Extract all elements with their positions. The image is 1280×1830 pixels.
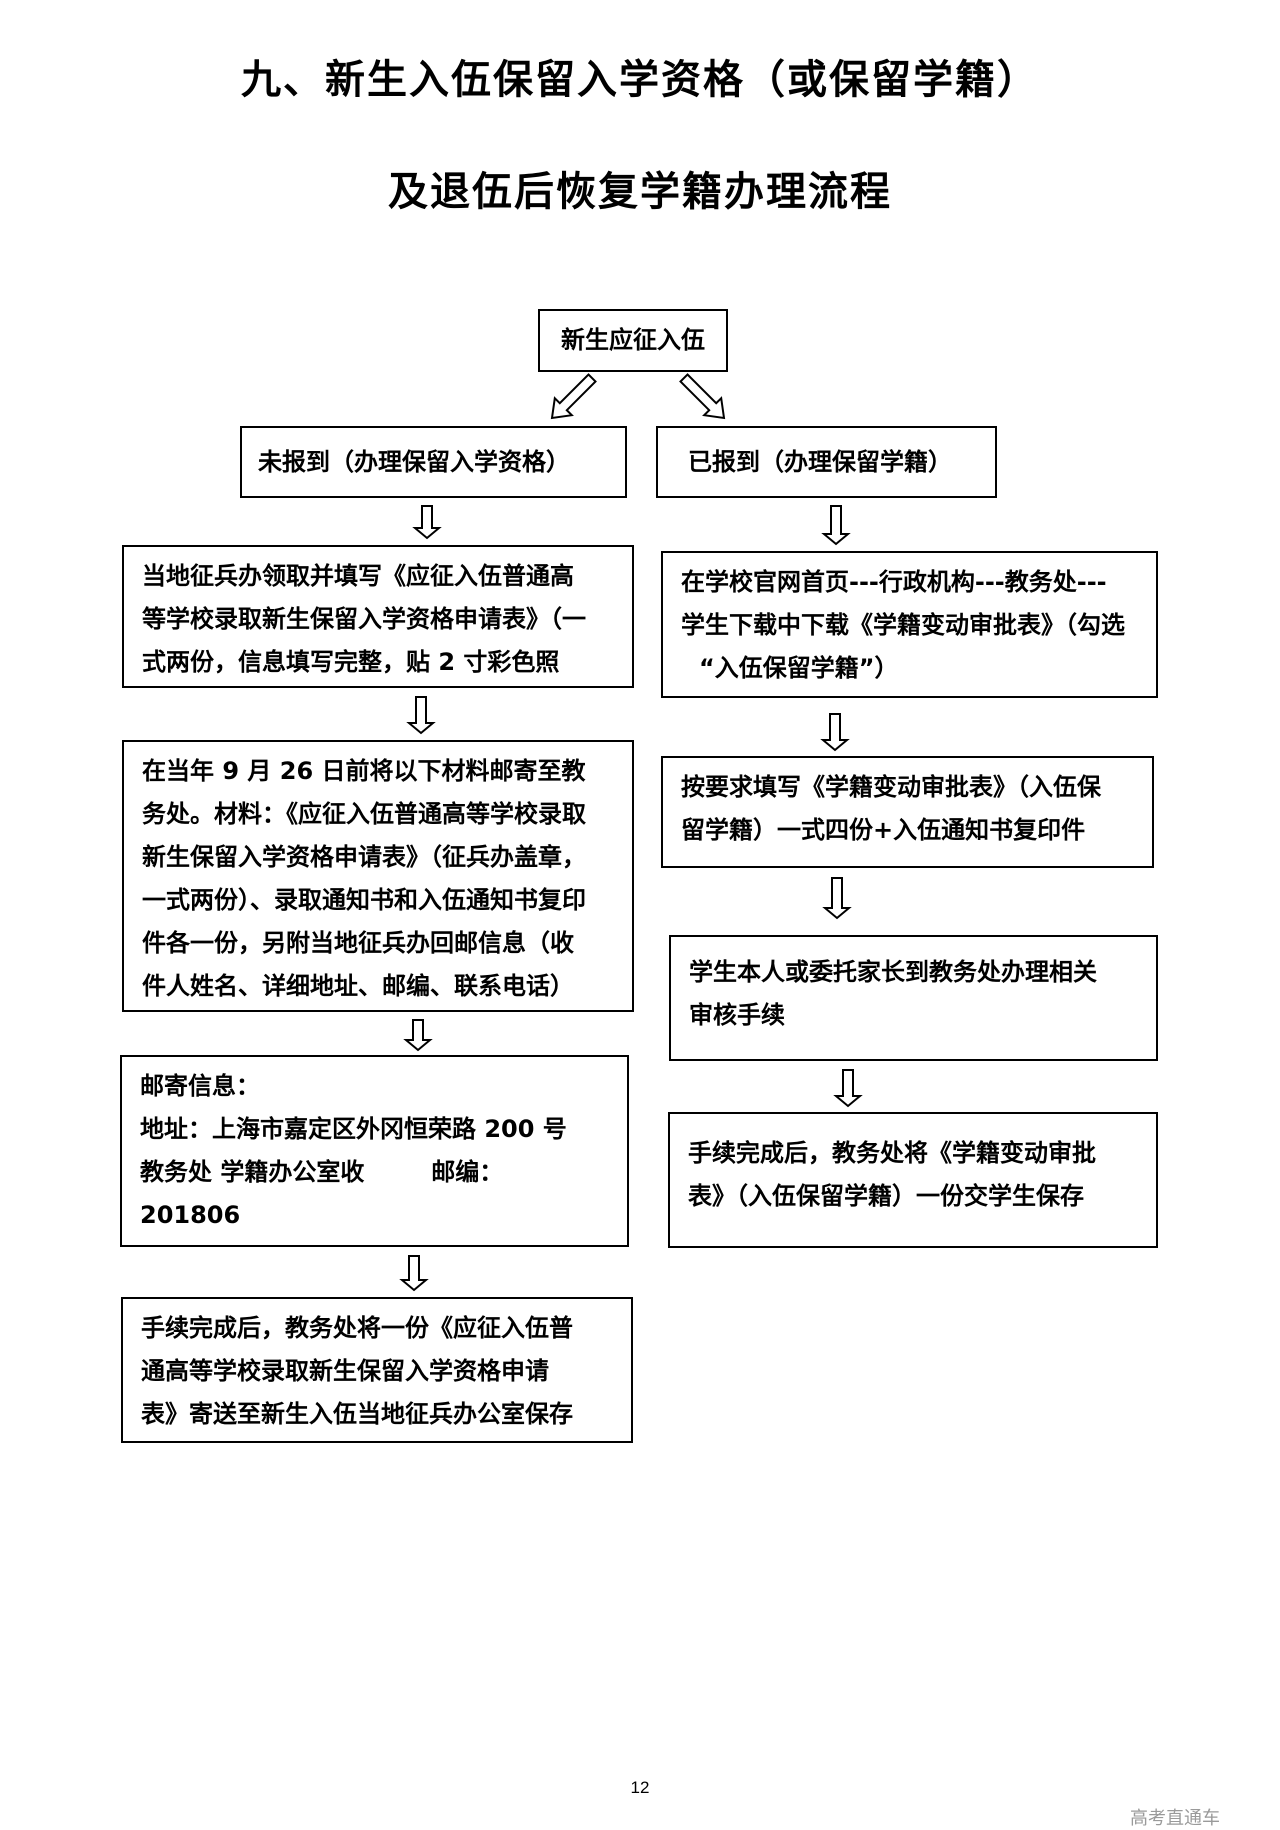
step-text-line: 留学籍）一式四份+入伍通知书复印件 [681, 816, 1086, 844]
start-node-label: 新生应征入伍 [561, 326, 705, 354]
right-step-4: 手续完成后，教务处将《学籍变动审批 表》（入伍保留学籍）一份交学生保存 [668, 1112, 1158, 1248]
branch-unregistered-label: 未报到（办理保留入学资格） [258, 447, 570, 476]
left-step-1: 当地征兵办领取并填写《应征入伍普通高 等学校录取新生保留入学资格申请表》（一 式… [122, 545, 634, 688]
down-arrow-6 [822, 877, 852, 920]
watermark: 高考直通车 [1130, 1808, 1220, 1829]
left-step-2: 在当年 9 月 26 日前将以下材料邮寄至教 务处。材料：《应征入伍普通高等学校… [122, 740, 634, 1012]
right-step-2: 按要求填写《学籍变动审批表》（入伍保 留学籍）一式四份+入伍通知书复印件 [661, 756, 1154, 868]
branch-registered: 已报到（办理保留学籍） [656, 426, 997, 498]
step-text-line: 务处。材料：《应征入伍普通高等学校录取 [142, 800, 586, 828]
page-title-line-1: 九、新生入伍保留入学资格（或保留学籍） [241, 57, 1039, 103]
left-step-3-mailing-info: 邮寄信息： 地址：上海市嘉定区外冈恒荣路 200 号 教务处 学籍办公室收 邮编… [120, 1055, 629, 1247]
step-text-line: 学生下载中下载《学籍变动审批表》（勾选 [681, 611, 1125, 639]
step-text-line: 手续完成后，教务处将一份《应征入伍普 [141, 1314, 573, 1342]
step-text-line: 教务处 学籍办公室收 邮编： [140, 1158, 504, 1186]
down-arrow-2 [821, 505, 851, 546]
down-arrow-4 [820, 713, 850, 752]
down-arrow-8 [833, 1069, 863, 1108]
start-node: 新生应征入伍 [538, 309, 728, 372]
step-text-line: 一式两份）、录取通知书和入伍通知书复印 [142, 886, 586, 914]
step-text-line: 邮寄信息： [140, 1072, 260, 1100]
down-arrow-5 [403, 1019, 433, 1052]
step-text-line: 在学校官网首页---行政机构---教务处--- [681, 568, 1107, 596]
step-text-line: 手续完成后，教务处将《学籍变动审批 [688, 1139, 1096, 1167]
step-text-line: 通高等学校录取新生保留入学资格申请 [141, 1357, 549, 1385]
step-text-line: 按要求填写《学籍变动审批表》（入伍保 [681, 773, 1101, 801]
left-step-4: 手续完成后，教务处将一份《应征入伍普 通高等学校录取新生保留入学资格申请 表》寄… [121, 1297, 633, 1443]
branch-registered-label: 已报到（办理保留学籍） [688, 447, 952, 476]
diagonal-arrow-right [679, 373, 726, 420]
diagonal-arrow-left [550, 373, 597, 420]
step-text-line: 等学校录取新生保留入学资格申请表》（一 [142, 605, 586, 633]
step-text-line: 学生本人或委托家长到教务处办理相关 [689, 958, 1097, 986]
down-arrow-1 [412, 505, 442, 540]
step-text-line: 件各一份，另附当地征兵办回邮信息（收 [142, 929, 574, 957]
step-text-line: 表》寄送至新生入伍当地征兵办公室保存 [141, 1400, 573, 1428]
step-text-line: “入伍保留学籍”） [699, 654, 899, 682]
down-arrow-7 [399, 1255, 429, 1292]
step-text-line: 式两份，信息填写完整，贴 2 寸彩色照 [142, 648, 560, 676]
step-text-line: 地址：上海市嘉定区外冈恒荣路 200 号 [140, 1115, 567, 1143]
down-arrow-3 [406, 696, 436, 735]
right-step-3: 学生本人或委托家长到教务处办理相关 审核手续 [669, 935, 1158, 1061]
branch-unregistered: 未报到（办理保留入学资格） [240, 426, 627, 498]
step-text-line: 201806 [140, 1201, 241, 1229]
page-number: 12 [630, 1778, 650, 1797]
step-text-line: 表》（入伍保留学籍）一份交学生保存 [688, 1182, 1084, 1210]
step-text-line: 件人姓名、详细地址、邮编、联系电话） [142, 972, 574, 1000]
step-text-line: 当地征兵办领取并填写《应征入伍普通高 [142, 562, 574, 590]
page-title-line-2: 及退伍后恢复学籍办理流程 [388, 169, 892, 215]
step-text-line: 新生保留入学资格申请表》（征兵办盖章， [142, 843, 586, 871]
right-step-1: 在学校官网首页---行政机构---教务处--- 学生下载中下载《学籍变动审批表》… [661, 551, 1158, 698]
step-text-line: 在当年 9 月 26 日前将以下材料邮寄至教 [142, 757, 586, 785]
step-text-line: 审核手续 [689, 1001, 785, 1029]
